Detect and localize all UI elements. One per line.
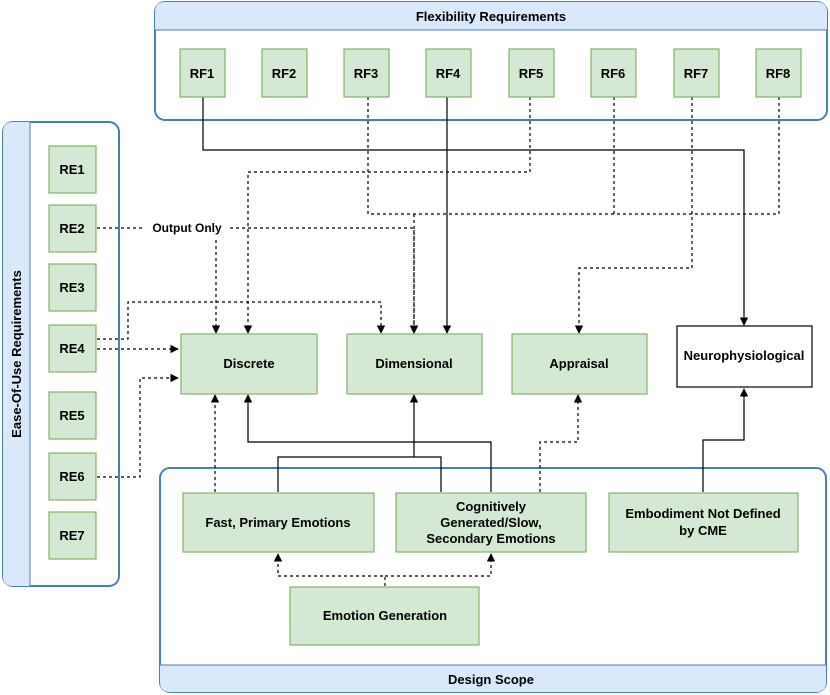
model-appraisal[interactable]: Appraisal (511, 333, 648, 395)
model-discrete[interactable]: Discrete (180, 333, 318, 395)
scope-embodiment-line-2: by CME (679, 523, 727, 538)
re-label: RE1 (59, 162, 84, 177)
model-appraisal-label: Appraisal (549, 356, 608, 371)
rf-label: RF7 (684, 66, 709, 81)
edge-embodiment-neuro (702, 388, 749, 492)
edge-generation-fast (273, 553, 386, 586)
re-box[interactable]: RE2 (48, 204, 97, 253)
edge-generation-cognitive (385, 553, 496, 577)
model-dimensional-label: Dimensional (375, 356, 452, 371)
design-scope-title: Design Scope (448, 672, 534, 687)
edge-re6-discrete (97, 373, 179, 478)
rf-box[interactable]: RF7 (673, 48, 720, 98)
re-box[interactable]: RE1 (48, 145, 97, 194)
rf-box-group: RF1 RF2 RF3 RF4 RF5 RF6 RF7 RF8 (179, 48, 802, 98)
re-box[interactable]: RE6 (48, 452, 97, 501)
re-box[interactable]: RE5 (48, 391, 97, 440)
model-neurophysiological-label: Neurophysiological (684, 348, 805, 363)
scope-cognitive-line-1: Cognitively (456, 499, 527, 514)
model-dimensional[interactable]: Dimensional (346, 333, 483, 395)
scope-emotion-generation[interactable]: Emotion Generation (289, 586, 480, 646)
re-label: RE2 (59, 221, 84, 236)
re-label: RE4 (59, 341, 85, 356)
edge-rf1-neuro (202, 97, 749, 326)
edge-label-output-only: Output Only (152, 221, 222, 235)
re-label: RE7 (59, 528, 84, 543)
flexibility-requirements-container: Flexibility Requirements (154, 1, 828, 121)
re-label: RE3 (59, 280, 84, 295)
rf-box[interactable]: RF2 (261, 48, 308, 98)
flexibility-requirements-title: Flexibility Requirements (416, 9, 566, 24)
edge-rf5-discrete (243, 97, 531, 334)
edge-fast-dimensional (277, 395, 442, 492)
edge-re2-discrete (97, 227, 414, 333)
re-box[interactable]: RE3 (48, 263, 97, 312)
re-box[interactable]: RE7 (48, 511, 97, 560)
rf-label: RF5 (519, 66, 544, 81)
scope-generation-label: Emotion Generation (323, 608, 447, 623)
scope-fast-label: Fast, Primary Emotions (205, 515, 350, 530)
rf-box[interactable]: RF5 (508, 48, 555, 98)
re-box-group: RE1 RE2 RE3 RE4 RE5 RE6 RE7 (48, 145, 97, 560)
rf-label: RF4 (436, 66, 461, 81)
scope-embodiment[interactable]: Embodiment Not Defined by CME (608, 492, 799, 553)
rf-box[interactable]: RF4 (425, 48, 472, 98)
model-discrete-label: Discrete (223, 356, 274, 371)
rf-box[interactable]: RF3 (343, 48, 390, 98)
edge-rf3-rf6-rf8-dimensional (367, 97, 780, 333)
edge-cognitive-discrete (243, 394, 492, 492)
re-box[interactable]: RE4 (48, 324, 97, 373)
scope-fast-primary[interactable]: Fast, Primary Emotions (182, 492, 375, 553)
rf-box[interactable]: RF8 (755, 48, 802, 98)
rf-label: RF8 (766, 66, 791, 81)
edges (97, 97, 780, 586)
rf-box[interactable]: RF6 (590, 48, 637, 98)
re-label: RE6 (59, 469, 84, 484)
edge-re4-dimensional (97, 301, 386, 340)
scope-cognitive-line-3: Secondary Emotions (426, 531, 555, 546)
edge-cognitive-appraisal (539, 394, 583, 492)
model-neurophysiological[interactable]: Neurophysiological (676, 325, 813, 388)
rf-label: RF2 (272, 66, 297, 81)
scope-cognitive-line-2: Generated/Slow, (440, 515, 541, 530)
rf-box[interactable]: RF1 (179, 48, 226, 98)
scope-cognitive-secondary[interactable]: Cognitively Generated/Slow, Secondary Em… (395, 492, 587, 553)
scope-embodiment-line-1: Embodiment Not Defined (625, 506, 780, 521)
edge-rf7-appraisal (574, 97, 693, 334)
rf-label: RF6 (601, 66, 626, 81)
rf-label: RF1 (190, 66, 215, 81)
rf-label: RF3 (354, 66, 379, 81)
ease-of-use-requirements-title: Ease-Of-Use Requirements (9, 270, 24, 438)
re-label: RE5 (59, 408, 84, 423)
